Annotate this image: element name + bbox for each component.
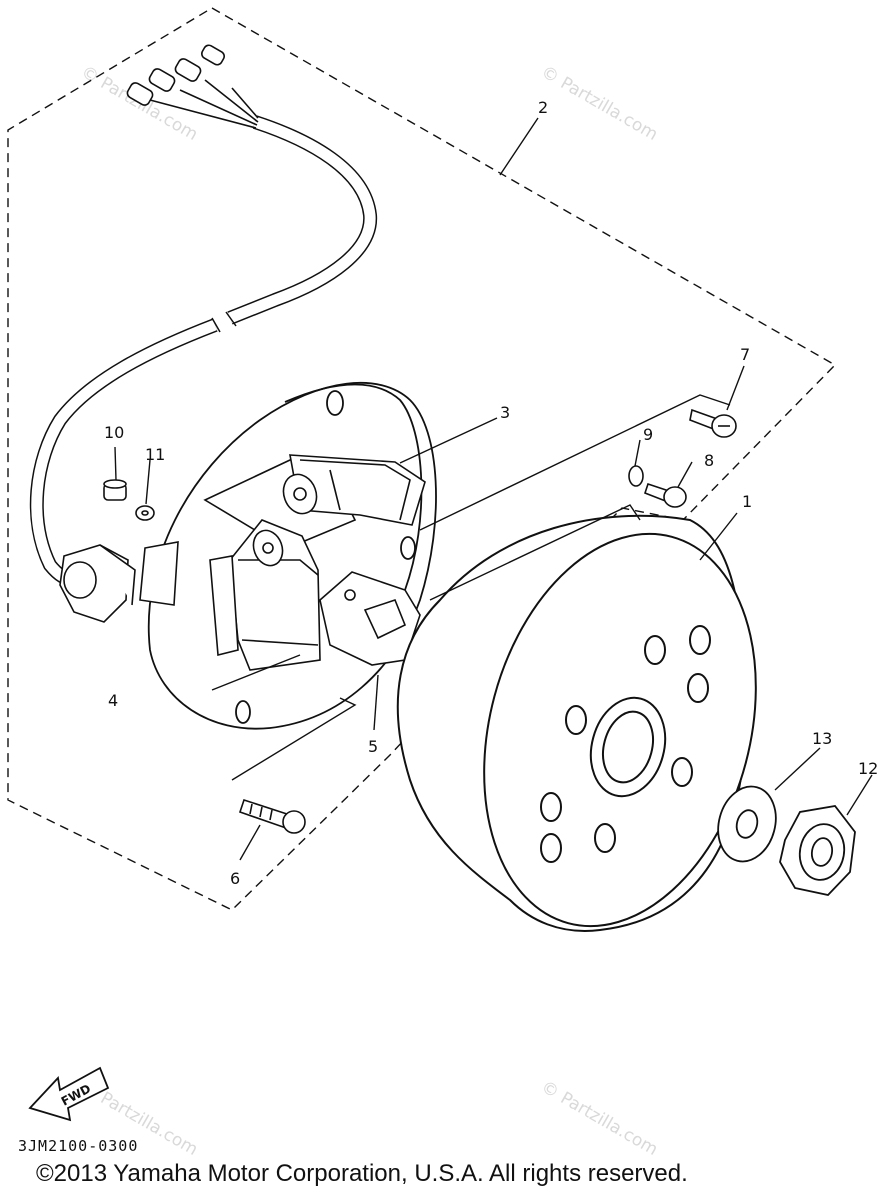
stator-pad <box>139 541 179 606</box>
callout-4: 4 <box>108 691 118 710</box>
wire-harness <box>29 79 378 587</box>
copyright-notice: ©2013 Yamaha Motor Corporation, U.S.A. A… <box>36 1160 688 1187</box>
fwd-arrow: FWD <box>28 1066 110 1122</box>
washer-9 <box>628 465 644 487</box>
callout-1: 1 <box>742 492 752 511</box>
callout-12: 12 <box>858 759 878 778</box>
diagram-code: 3JM2100-0300 <box>18 1137 139 1155</box>
callout-8: 8 <box>704 451 714 470</box>
washer-11 <box>135 505 155 521</box>
screw-7 <box>689 408 737 438</box>
callout-6: 6 <box>230 869 240 888</box>
callout-7: 7 <box>740 345 750 364</box>
screw-6 <box>238 798 306 834</box>
wire-connectors <box>126 44 225 106</box>
washer-13 <box>717 785 777 863</box>
leader-lines <box>114 117 873 861</box>
coil-lower <box>209 519 321 671</box>
screw-8 <box>644 482 687 508</box>
nut-12 <box>779 805 856 896</box>
callout-labels: 1 2 3 4 5 6 7 8 9 10 11 12 13 <box>104 98 878 888</box>
fwd-arrow-icon <box>28 1066 110 1122</box>
flywheel-rotor <box>396 514 757 932</box>
screw-10 <box>103 479 127 501</box>
watermark-text: © Partzilla.com <box>538 62 662 145</box>
callout-3: 3 <box>500 403 510 422</box>
callout-11: 11 <box>145 445 165 464</box>
watermark-text: © Partzilla.com <box>538 1077 662 1160</box>
callout-5: 5 <box>368 737 378 756</box>
pickup-coil <box>319 571 421 666</box>
callout-2: 2 <box>538 98 548 117</box>
coil-upper <box>203 454 426 546</box>
callout-9: 9 <box>643 425 653 444</box>
callout-13: 13 <box>812 729 832 748</box>
callout-10: 10 <box>104 423 124 442</box>
wire-grommet <box>59 544 136 623</box>
